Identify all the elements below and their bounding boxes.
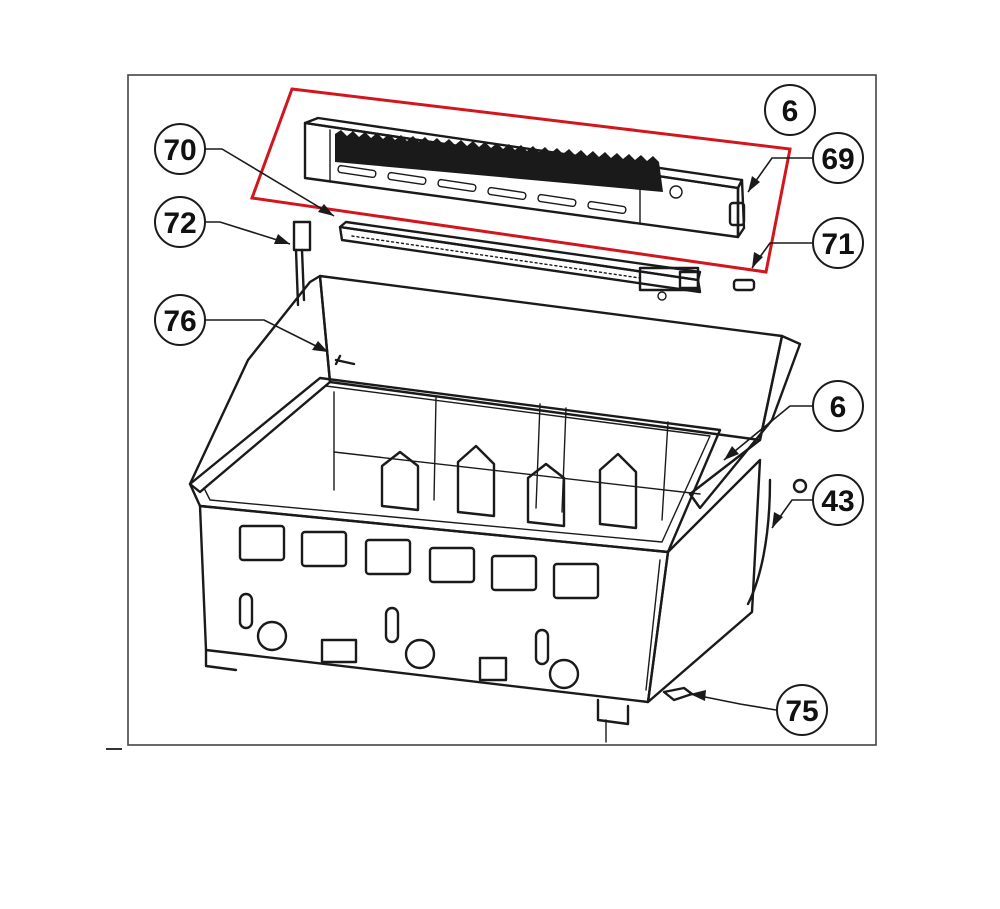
screw-76 (334, 354, 356, 366)
diagram-frame (127, 74, 877, 746)
callout-label: 43 (821, 485, 854, 518)
highlight-box (249, 87, 792, 274)
callout-label: 72 (163, 207, 196, 240)
callout-43: 43 (812, 474, 864, 526)
combustion-chamber-body (188, 274, 802, 743)
callout-72: 72 (154, 196, 206, 248)
clip-75 (662, 686, 694, 702)
nut-43 (792, 478, 808, 494)
callout-label: 76 (163, 305, 196, 338)
callout-75: 75 (776, 684, 828, 736)
burner-ramp-part (303, 116, 746, 239)
callout-70: 70 (154, 123, 206, 175)
burner-nozzle-row (335, 130, 663, 192)
callout-label: 6 (782, 95, 799, 128)
callout-label: 69 (821, 143, 854, 176)
callout-label: 70 (163, 134, 196, 167)
electrode-strip-part (338, 220, 702, 301)
callout-71: 71 (812, 217, 864, 269)
leader-lines (186, 148, 812, 711)
callout-76: 76 (154, 294, 206, 346)
burner-slots (337, 164, 627, 215)
callout-6-side: 6 (812, 380, 864, 432)
fitting-71 (732, 278, 756, 292)
callout-69: 69 (812, 132, 864, 184)
callout-6-top: 6 (764, 84, 816, 136)
callout-label: 6 (830, 391, 847, 424)
callout-label: 75 (785, 695, 818, 728)
callout-label: 71 (821, 228, 854, 261)
